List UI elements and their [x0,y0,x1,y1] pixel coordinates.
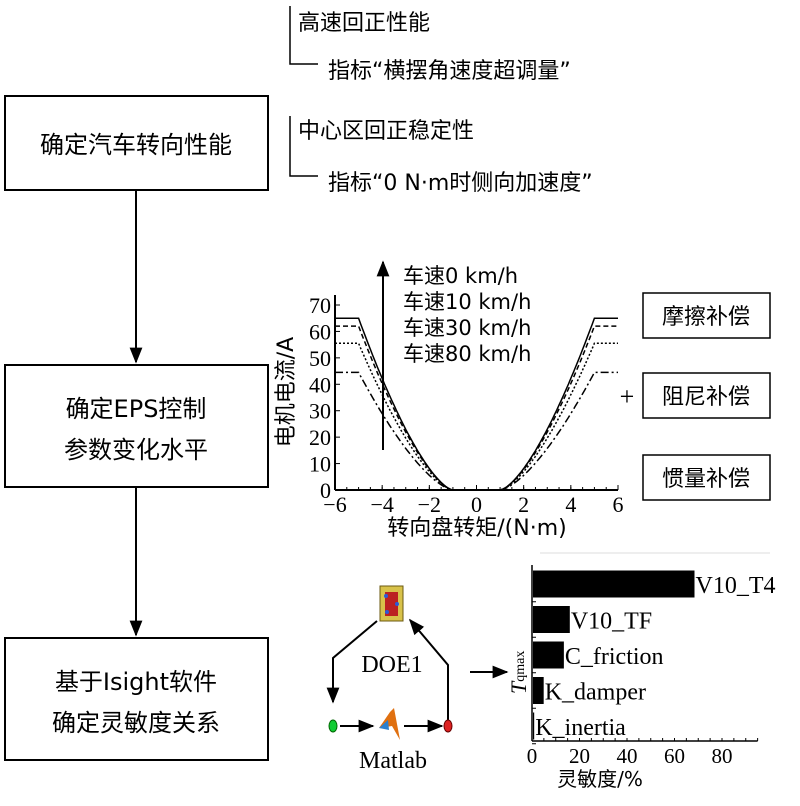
legend-label: 车速30 km/h [403,316,531,340]
step-2-label-line1: 确定EPS控制 [66,395,207,423]
legend-label: 车速0 km/h [403,264,518,288]
bar-label: K_damper [545,680,646,706]
isight-workflow: DOE1 Matlab [326,585,509,774]
performance-high-speed: 高速回正性能 指标“横摆角速度超调量” [289,6,571,84]
plus-sign: + [620,382,635,411]
x-tick-label: 2 [518,492,529,517]
x-tick-label: 40 [617,744,638,768]
x-tick-label: −6 [323,492,346,517]
y-tick-label: 70 [309,293,331,318]
series-line-1 [335,325,618,491]
step-box-determine-performance: 确定汽车转向性能 [4,95,269,191]
doe-icon [379,585,404,622]
bar-label: K_inertia [535,715,626,741]
step-box-isight-sensitivity: 基于Isight软件 确定灵敏度关系 [4,637,269,761]
bracket-line [289,6,318,65]
y-tick-label: 50 [309,346,331,371]
bar-label: C_friction [565,644,664,670]
step-3-label-line1: 基于Isight软件 [55,668,217,696]
bar-label: V10_TF [571,609,652,635]
matlab-label: Matlab [359,748,427,774]
doe-to-input-arrow [326,620,378,704]
x-axis-label: 灵敏度/% [557,767,643,791]
y-tick-label: 20 [309,425,331,450]
performance-indicator: 指标“0 N·m时侧向加速度” [328,171,593,196]
inertia-compensation: 惯量补偿 [662,467,750,492]
legend-label: 车速10 km/h [403,290,531,314]
compensation-boxes: 摩擦补偿 阻尼补偿 + 惯量补偿 [620,292,771,501]
x-tick-label: −2 [418,492,441,517]
x-tick-label: 20 [569,744,590,768]
performance-title: 中心区回正稳定性 [298,119,474,144]
bar-K_damper [533,677,544,704]
step-2-label-line2: 参数变化水平 [64,436,208,464]
step-box-eps-parameters: 确定EPS控制 参数变化水平 [4,364,269,488]
bar-V10_T4 [533,570,695,598]
bar-V10_TF [533,606,570,633]
x-tick-label: 80 [712,744,733,768]
doe-label: DOE1 [361,652,422,678]
performance-indicator: 指标“横摆角速度超调量” [328,59,571,84]
step-3-label-line2: 确定灵敏度关系 [52,709,220,737]
step-1-label: 确定汽车转向性能 [40,131,232,159]
output-to-doe-arrow [408,618,449,720]
y-tick-label: 10 [309,452,331,477]
series-line-3 [335,371,618,491]
x-axis-label: 转向盘转矩/(N·m) [387,516,566,541]
y-axis-label: 电机电流/A [274,337,299,447]
x-tick-label: 0 [527,744,538,768]
y-tick-label: 30 [309,399,331,424]
damping-compensation: 阻尼补偿 [662,385,750,410]
x-tick-label: 0 [471,492,482,517]
output-node-icon [443,719,453,733]
x-tick-label: 60 [664,744,685,768]
x-tick-label: 4 [565,492,576,517]
legend-label: 车速80 km/h [403,342,531,366]
input-node-icon [328,719,338,733]
y-tick-label: 0 [320,478,331,503]
bar-C_friction [533,641,564,669]
bracket-line [289,116,318,177]
bar-label: V10_T4 [696,573,776,599]
matlab-icon [379,708,400,740]
x-tick-label: −4 [370,492,393,517]
bar-K_inertia [533,712,535,740]
y-tick-label: 60 [309,319,331,344]
performance-title: 高速回正性能 [298,11,430,36]
performance-center-stability: 中心区回正稳定性 指标“0 N·m时侧向加速度” [289,116,593,196]
x-tick-label: 6 [613,492,624,517]
friction-compensation: 摩擦补偿 [662,305,750,330]
y-axis-label: Tqmax [506,651,531,694]
y-tick-label: 40 [309,372,331,397]
